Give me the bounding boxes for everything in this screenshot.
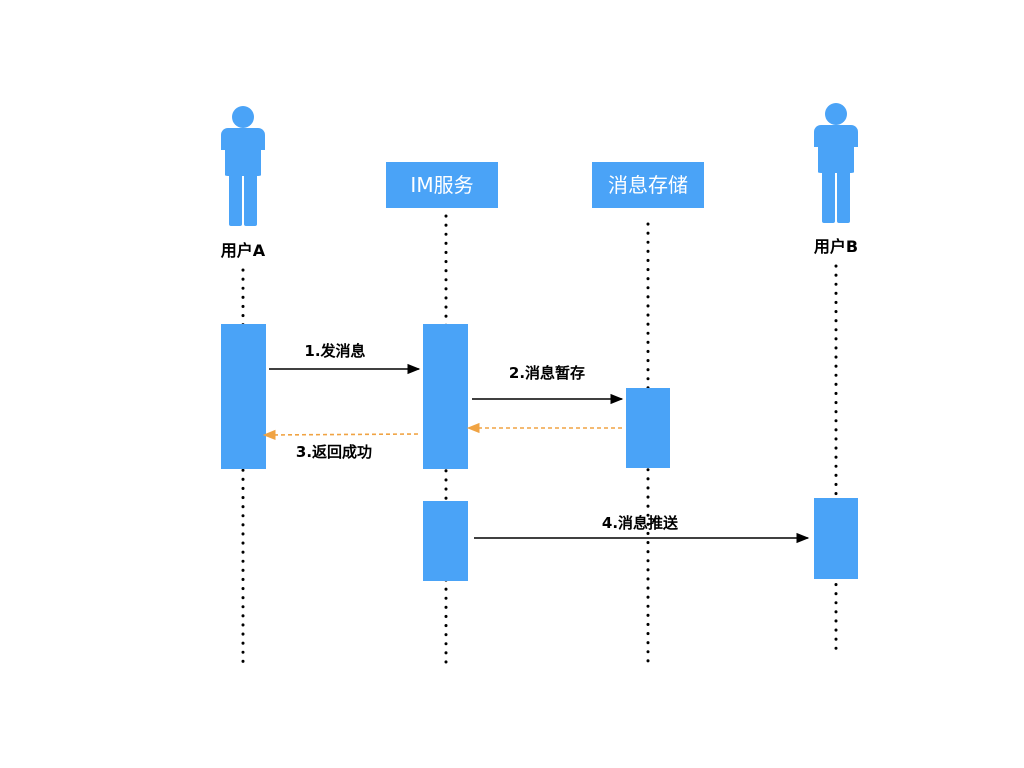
message-label-4: 4.消息推送	[602, 514, 679, 532]
participant-box-message-store	[592, 162, 704, 208]
activation-message-store	[626, 388, 670, 468]
participant-box-im-service	[386, 162, 498, 208]
participant-label-im-service: IM服务	[410, 173, 473, 197]
activation-im-service-1	[423, 324, 468, 469]
person-icon	[814, 103, 858, 223]
message-label-3: 3.返回成功	[296, 443, 372, 461]
activation-im-service-2	[423, 501, 468, 581]
person-icon	[221, 106, 265, 226]
activation-user-b	[814, 498, 858, 579]
participant-label-message-store: 消息存储	[608, 173, 688, 197]
message-label-1: 1.发消息	[304, 342, 365, 360]
message-arrow-3b	[262, 429, 419, 441]
activation-user-a	[221, 324, 266, 469]
actor-label-user-a: 用户A	[221, 241, 266, 260]
actor-label-user-b: 用户B	[814, 237, 858, 256]
message-label-2: 2.消息暂存	[509, 364, 585, 382]
